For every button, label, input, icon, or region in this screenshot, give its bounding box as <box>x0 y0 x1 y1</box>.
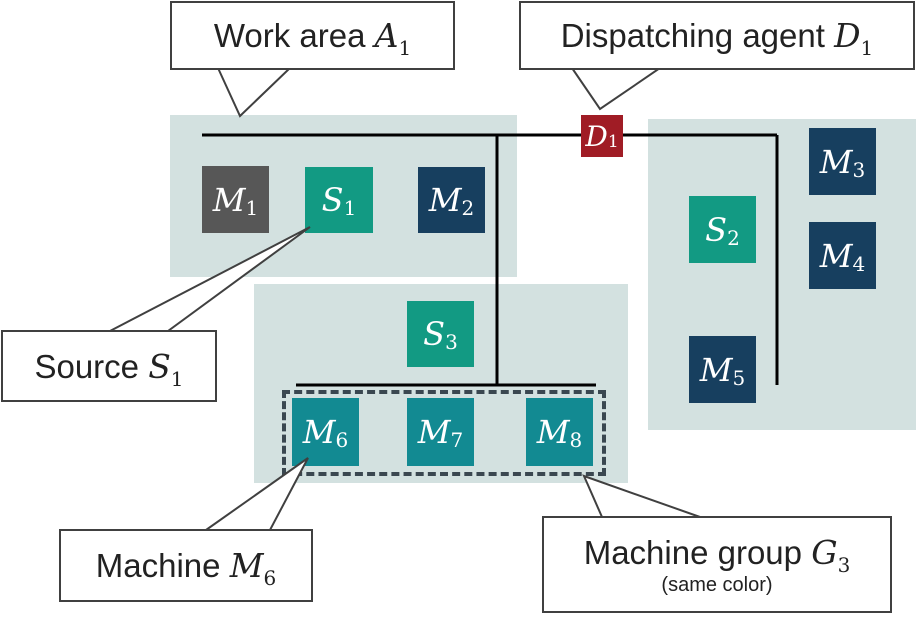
callout-symbol: G3 <box>811 532 850 577</box>
callout-work-area: Work area A1 <box>170 1 455 70</box>
machine-group-g3-border <box>282 390 606 476</box>
callout-line: Machine group G3 <box>583 532 851 577</box>
symbol-letter: M <box>229 546 264 585</box>
symbol-letter: G <box>811 532 838 572</box>
node-index: 2 <box>727 225 740 250</box>
symbol-index: 3 <box>837 552 851 577</box>
callout-text: Source <box>34 347 140 385</box>
node-letter: M <box>428 181 462 219</box>
callout-source: Source S1 <box>1 330 217 402</box>
callout-machine-group: Machine group G3 (same color) <box>542 516 892 613</box>
node-letter: M <box>302 413 336 451</box>
node-index: 1 <box>607 132 619 152</box>
callout-machine: Machine M6 <box>59 529 313 602</box>
callout-text: Dispatching agent <box>560 17 825 54</box>
node-letter: S <box>705 210 728 249</box>
node-letter: M <box>536 413 570 451</box>
node-letter: M <box>212 180 246 219</box>
node-letter: M <box>699 350 733 389</box>
callout-text: Machine group <box>583 533 803 571</box>
callout-line: Work area A1 <box>213 16 412 60</box>
callout-line: Machine M6 <box>95 546 277 590</box>
node-index: 3 <box>445 330 458 354</box>
callout-pointer-dispatcher <box>570 67 664 111</box>
callout-note: (same color) <box>661 573 773 596</box>
symbol-index: 1 <box>398 36 412 60</box>
node-letter: M <box>819 236 853 275</box>
symbol-letter: D <box>834 16 861 55</box>
node-index: 2 <box>461 196 475 220</box>
node-index: 1 <box>245 195 259 220</box>
node-index: 6 <box>335 428 349 452</box>
node-index: 8 <box>569 428 583 452</box>
callout-line: Source S1 <box>34 346 183 391</box>
callout-line: Dispatching agent D1 <box>560 16 874 60</box>
symbol-index: 1 <box>170 366 184 391</box>
callout-symbol: M6 <box>229 546 277 590</box>
callout-pointer-work-area <box>216 67 293 118</box>
node-index: 1 <box>343 196 357 220</box>
symbol-index: 6 <box>263 566 277 590</box>
callout-symbol: A1 <box>374 16 412 60</box>
symbol-letter: A <box>374 16 399 55</box>
callout-symbol: D1 <box>834 16 873 60</box>
node-letter: D <box>585 119 608 153</box>
node-index: 4 <box>852 251 866 276</box>
symbol-index: 1 <box>860 36 874 60</box>
node-letter: S <box>321 181 344 219</box>
node-index: 7 <box>450 428 464 452</box>
symbol-letter: S <box>148 346 171 386</box>
node-index: 3 <box>852 157 866 182</box>
callout-dispatching-agent: Dispatching agent D1 <box>519 1 915 70</box>
node-letter: S <box>423 315 446 353</box>
node-letter: M <box>819 142 853 181</box>
callout-text: Work area <box>213 17 366 54</box>
callout-text: Machine <box>95 547 221 584</box>
node-letter: M <box>417 413 451 451</box>
node-index: 5 <box>732 365 746 390</box>
callout-symbol: S1 <box>148 346 183 391</box>
